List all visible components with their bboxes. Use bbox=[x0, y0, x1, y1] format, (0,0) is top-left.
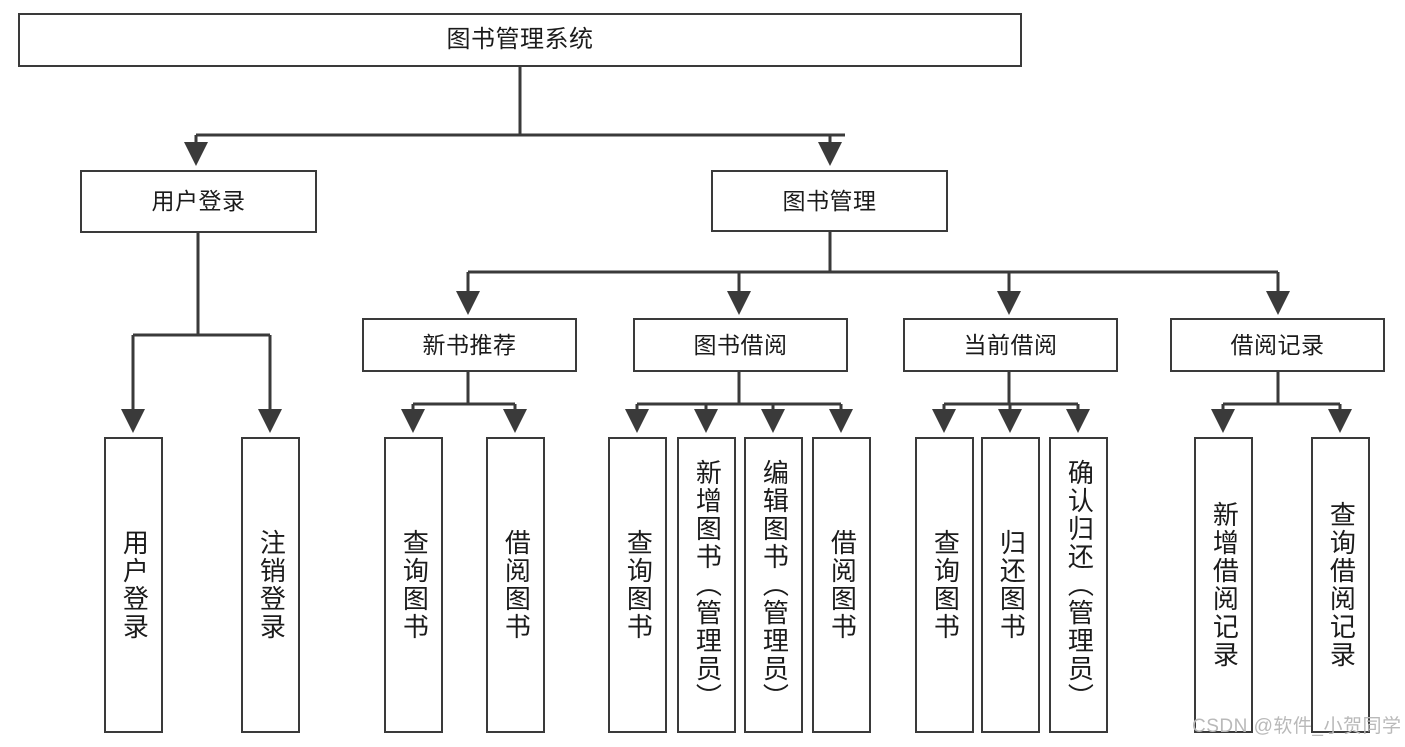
node-book-management[interactable]: 图书管理 bbox=[711, 170, 948, 232]
node-label: 借阅记录 bbox=[1230, 331, 1325, 358]
node-current-borrow[interactable]: 当前借阅 bbox=[903, 318, 1118, 372]
node-label: 当前借阅 bbox=[963, 331, 1058, 358]
node-label: 注销登录 bbox=[256, 529, 287, 641]
node-label: 图书借阅 bbox=[693, 331, 788, 358]
node-label: 查询借阅记录 bbox=[1326, 501, 1357, 669]
node-label: 新增借阅记录 bbox=[1209, 501, 1240, 669]
leaf-record-add-record[interactable]: 新增借阅记录 bbox=[1194, 437, 1253, 733]
node-user-login[interactable]: 用户登录 bbox=[80, 170, 317, 233]
node-borrow-record[interactable]: 借阅记录 bbox=[1170, 318, 1385, 372]
node-label: 用户登录 bbox=[119, 529, 150, 641]
node-label: 图书管理 bbox=[782, 187, 877, 214]
leaf-borrow-add-book-admin[interactable]: 新增图书（管理员） bbox=[677, 437, 736, 733]
node-book-borrow[interactable]: 图书借阅 bbox=[633, 318, 848, 372]
node-label: 确认归还（管理员） bbox=[1064, 459, 1095, 711]
leaf-borrow-edit-book-admin[interactable]: 编辑图书（管理员） bbox=[744, 437, 803, 733]
node-label: 查询图书 bbox=[930, 529, 961, 641]
node-label: 图书管理系统 bbox=[446, 26, 594, 54]
node-label: 借阅图书 bbox=[501, 529, 532, 641]
node-label: 查询图书 bbox=[623, 529, 654, 641]
leaf-record-query-record[interactable]: 查询借阅记录 bbox=[1311, 437, 1370, 733]
leaf-new-book-borrow-book[interactable]: 借阅图书 bbox=[486, 437, 545, 733]
node-label: 归还图书 bbox=[996, 529, 1027, 641]
node-label: 新增图书（管理员） bbox=[692, 459, 723, 711]
leaf-new-book-query-book[interactable]: 查询图书 bbox=[384, 437, 443, 733]
csdn-watermark: CSDN @软件_小贺同学 bbox=[1192, 716, 1402, 737]
leaf-current-query-book[interactable]: 查询图书 bbox=[915, 437, 974, 733]
leaf-borrow-borrow-book[interactable]: 借阅图书 bbox=[812, 437, 871, 733]
node-label: 新书推荐 bbox=[422, 331, 517, 358]
node-root-book-management-system[interactable]: 图书管理系统 bbox=[18, 13, 1022, 67]
node-label: 用户登录 bbox=[151, 188, 246, 215]
node-label: 编辑图书（管理员） bbox=[759, 459, 790, 711]
leaf-user-login-login[interactable]: 用户登录 bbox=[104, 437, 163, 733]
leaf-current-return-book[interactable]: 归还图书 bbox=[981, 437, 1040, 733]
node-label: 借阅图书 bbox=[827, 529, 858, 641]
leaf-user-login-logout[interactable]: 注销登录 bbox=[241, 437, 300, 733]
node-new-book-recommend[interactable]: 新书推荐 bbox=[362, 318, 577, 372]
node-label: 查询图书 bbox=[399, 529, 430, 641]
leaf-current-confirm-return-admin[interactable]: 确认归还（管理员） bbox=[1049, 437, 1108, 733]
leaf-borrow-query-book[interactable]: 查询图书 bbox=[608, 437, 667, 733]
